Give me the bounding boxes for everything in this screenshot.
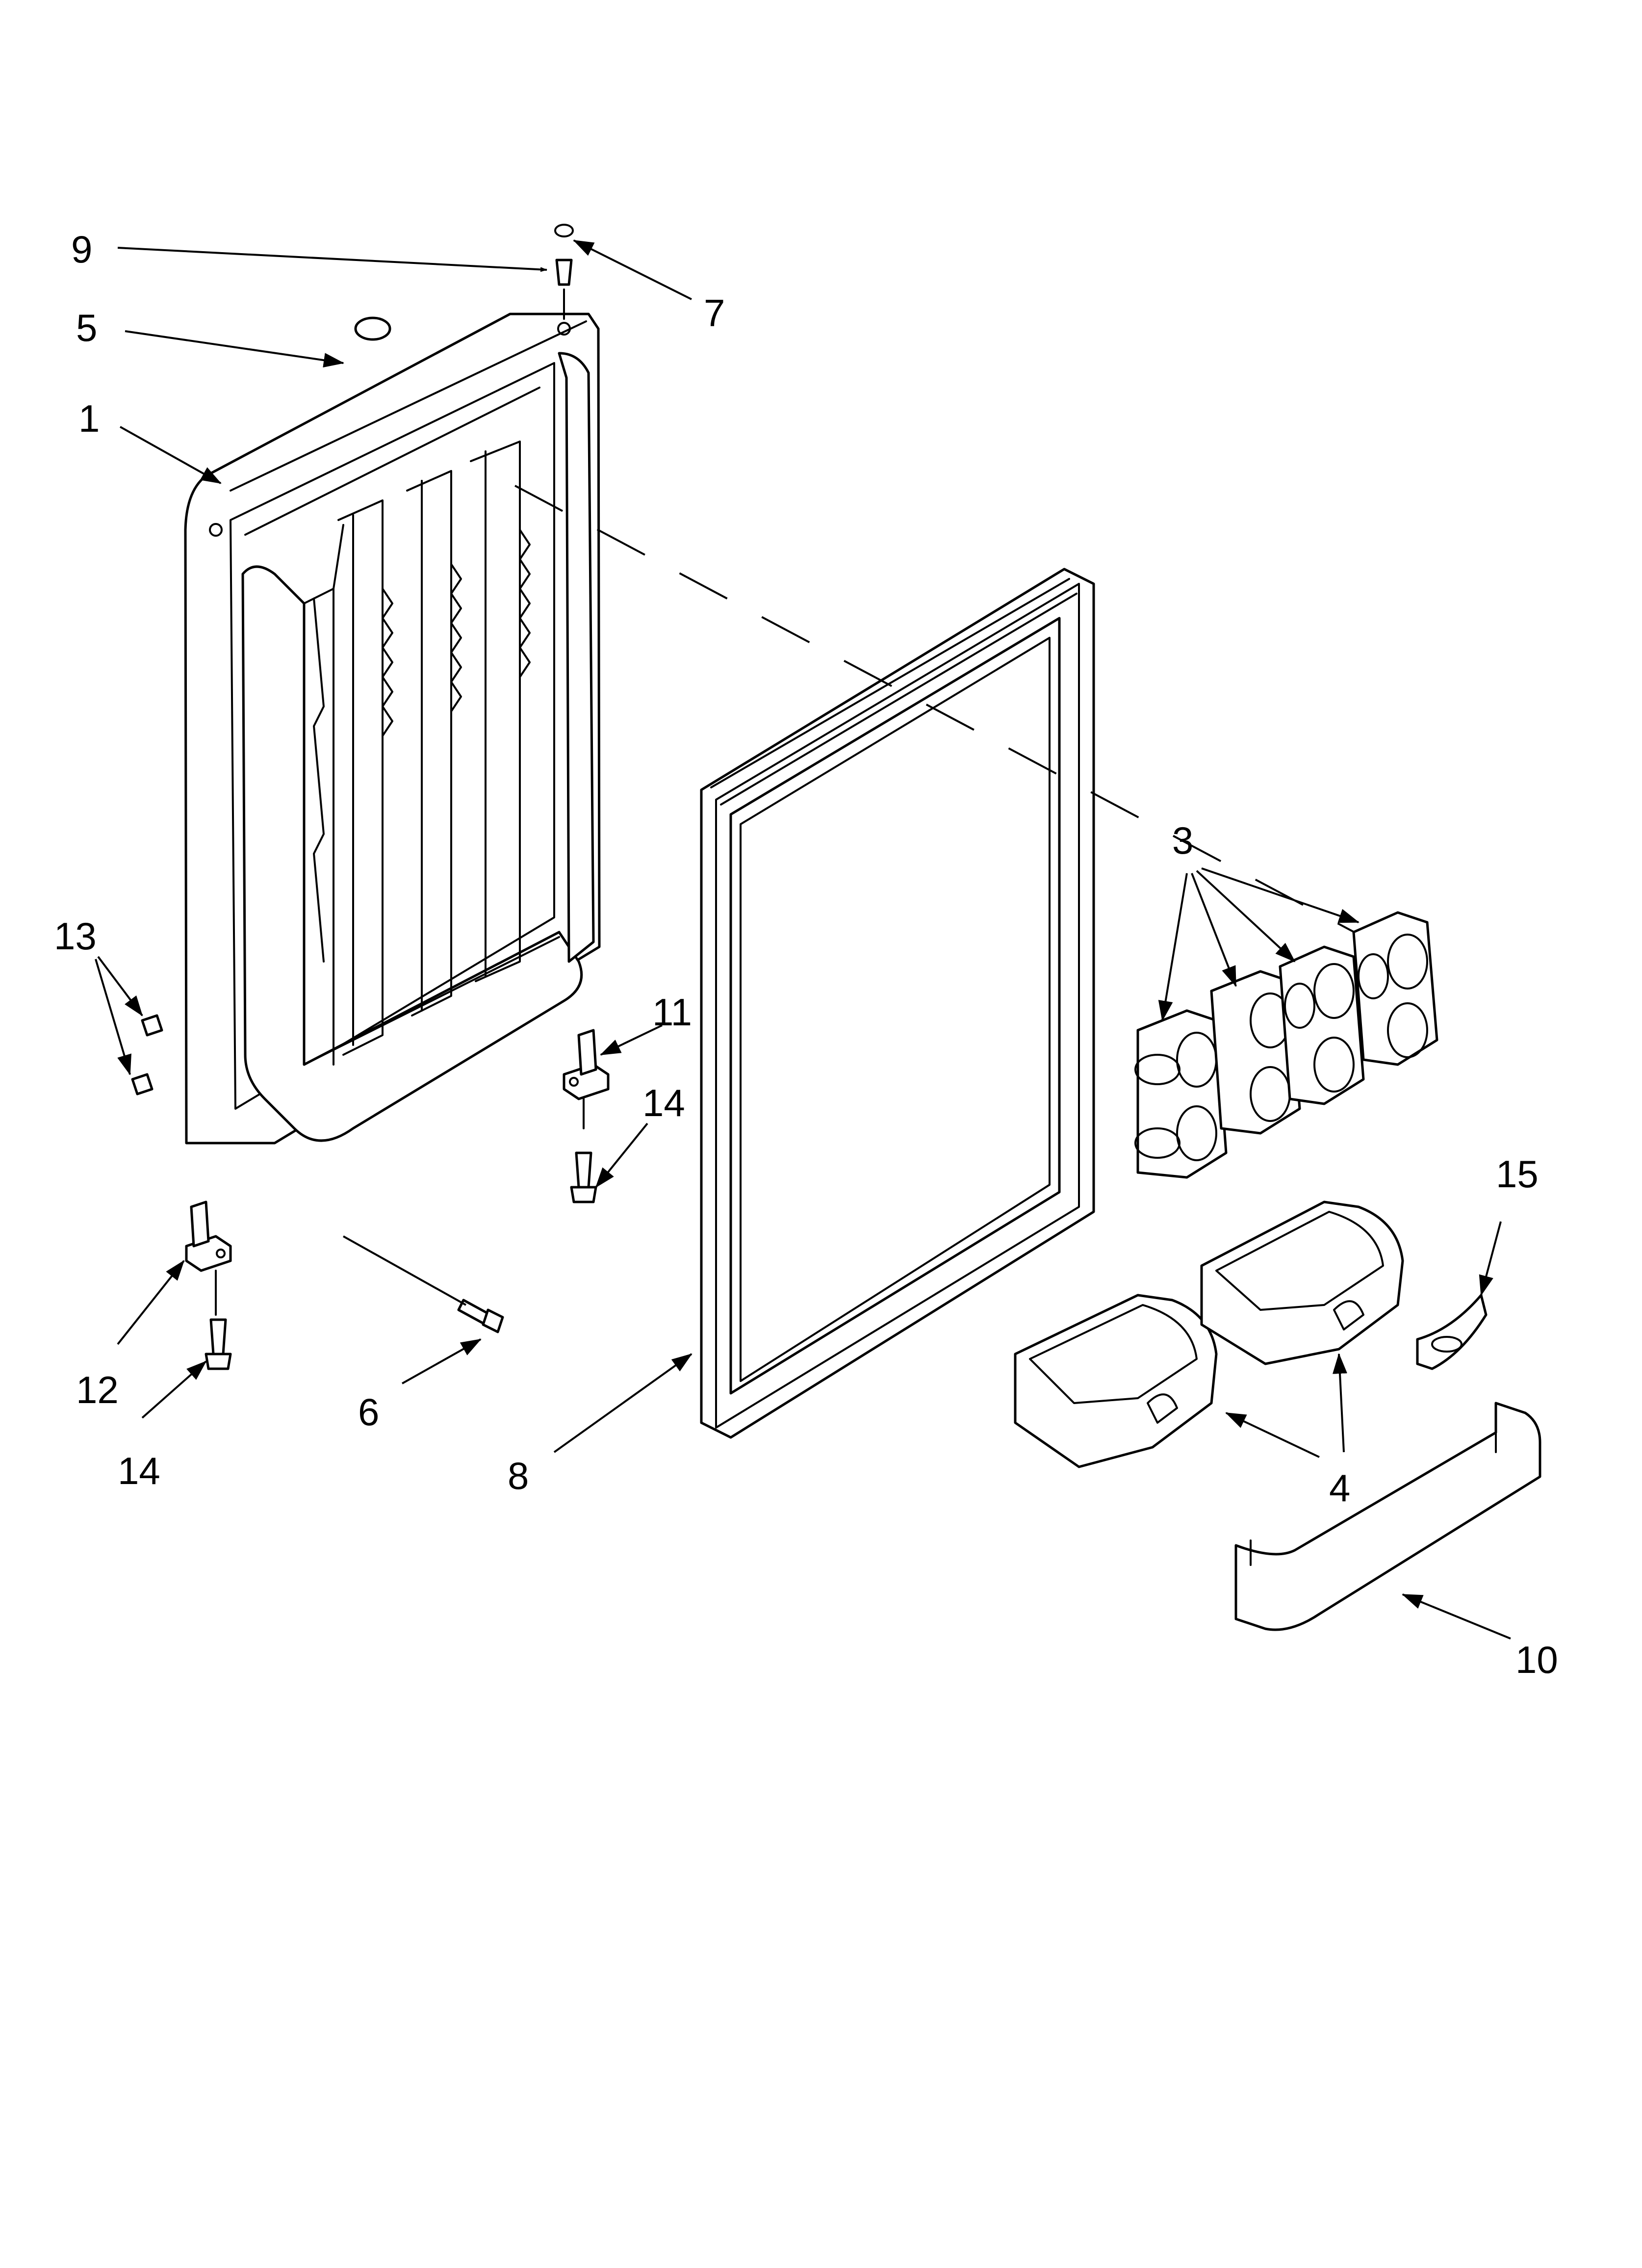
plug-part-5 <box>354 316 391 341</box>
callout-8: 8 <box>508 1454 529 1497</box>
callout-7: 7 <box>704 291 725 335</box>
door-bin-part-lower <box>1014 1294 1218 1468</box>
hinge-pin-part-9 <box>555 259 573 320</box>
door-liner-part <box>184 313 601 1145</box>
door-bin-part-upper <box>1200 1200 1404 1365</box>
door-rail-part <box>1234 1402 1541 1631</box>
callout-14-lower: 14 <box>118 1449 160 1492</box>
callout-5: 5 <box>76 306 97 349</box>
screw-part-14-lower <box>205 1318 232 1370</box>
screw-part-14-upper <box>570 1151 597 1203</box>
callout-4: 4 <box>1329 1466 1350 1510</box>
callout-9: 9 <box>71 228 92 271</box>
callout-6: 6 <box>358 1390 379 1434</box>
callout-14-upper: 14 <box>642 1081 685 1124</box>
hinge-bracket-part-12 <box>185 1200 232 1316</box>
callout-1: 1 <box>78 397 100 440</box>
callout-13: 13 <box>54 914 97 958</box>
assembly-dash-line <box>514 485 1364 938</box>
leader-lines <box>95 239 1511 1640</box>
egg-tray-part-1 <box>1134 1009 1228 1179</box>
callout-10: 10 <box>1515 1638 1558 1681</box>
screw-part-6 <box>457 1299 504 1333</box>
washer-part-7 <box>554 224 574 237</box>
bin-clip-part <box>1416 1294 1488 1370</box>
door-gasket-part <box>700 568 1095 1439</box>
callout-15: 15 <box>1496 1152 1539 1196</box>
callout-12: 12 <box>76 1368 119 1411</box>
plug-part-13 <box>131 1014 163 1095</box>
callout-11: 11 <box>652 991 692 1034</box>
egg-tray-part-4 <box>1352 911 1438 1066</box>
egg-tray-part-3 <box>1279 945 1365 1105</box>
callout-3: 3 <box>1172 819 1193 862</box>
hinge-bracket-part-11 <box>563 1029 610 1129</box>
egg-tray-part-2 <box>1210 970 1301 1135</box>
